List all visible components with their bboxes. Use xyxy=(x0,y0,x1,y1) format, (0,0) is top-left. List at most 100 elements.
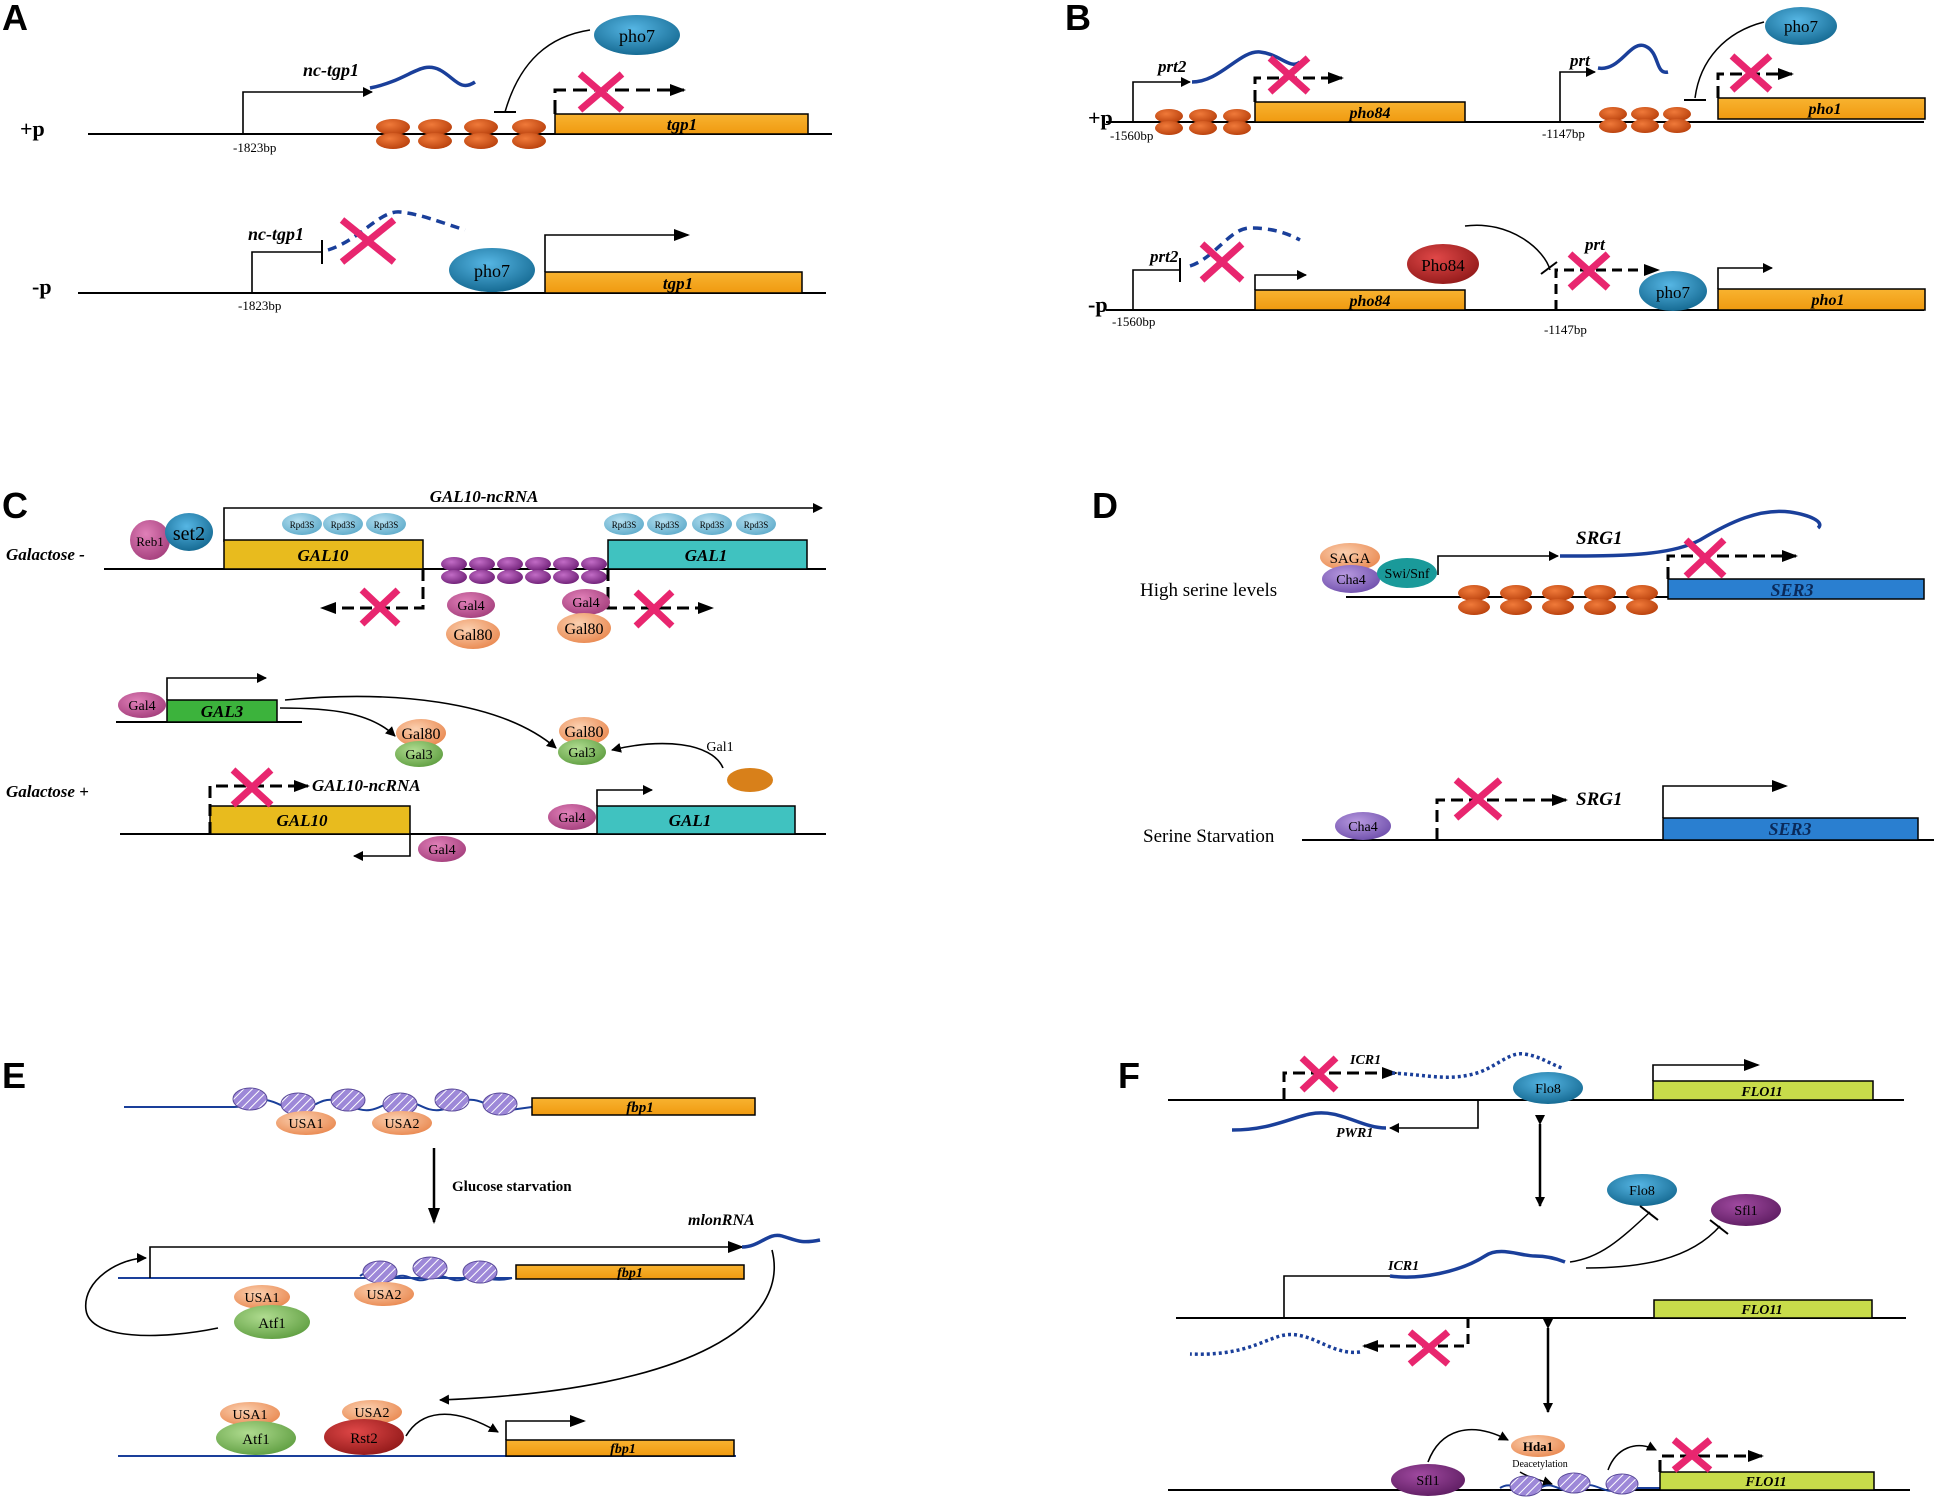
blocked-tss-arrow-gal1 xyxy=(606,569,714,614)
blocked-tss-arrow xyxy=(1554,264,1660,310)
gene-label-pho1: pho1 xyxy=(1810,292,1845,309)
usa1-protein xyxy=(220,1402,280,1426)
gene-label-gal1: GAL1 xyxy=(685,546,728,565)
prt2-label: prt2 xyxy=(1156,57,1187,76)
block-x-icon xyxy=(359,587,401,627)
block-x-icon xyxy=(1267,55,1311,95)
active-tss-arrow xyxy=(544,229,690,272)
flo8-protein xyxy=(1607,1174,1677,1206)
active-tss-arrow xyxy=(596,785,653,806)
active-tss-arrow xyxy=(505,1415,586,1440)
gene-label-gal1: GAL1 xyxy=(669,811,712,830)
gene-box-ser3 xyxy=(1667,578,1925,600)
tss-line xyxy=(1132,269,1180,310)
mlonrna-transcript xyxy=(741,1233,821,1249)
panel-letter-b: B xyxy=(1065,0,1091,38)
bp-label: -1147bp xyxy=(1542,126,1585,141)
inhibition-line xyxy=(1464,224,1551,271)
usa1-protein xyxy=(234,1285,290,1309)
bp-label: -1823bp xyxy=(233,140,276,155)
gene-box-gal3 xyxy=(166,699,278,723)
activation-arrow xyxy=(405,1413,499,1437)
nucleosome-array xyxy=(376,119,546,149)
antisense-arrow xyxy=(1389,1100,1479,1133)
panel-letter-f: F xyxy=(1118,1055,1140,1096)
flo8-protein xyxy=(1513,1072,1583,1104)
minus-p-label: -p xyxy=(32,274,52,299)
serine-starvation-label: Serine Starvation xyxy=(1143,826,1275,847)
cha4-protein xyxy=(1335,812,1391,840)
atf1-label: Atf1 xyxy=(258,1316,286,1332)
swi-snf-protein xyxy=(1377,558,1437,588)
gene-label-fbp1: fbp1 xyxy=(610,1442,636,1457)
panel-f: F ICR1 Flo8 FLO11 PWR1 Flo8 Sfl1 ICR1 FL… xyxy=(1118,1052,1910,1497)
gene-label-flo11: FLO11 xyxy=(1740,1303,1782,1318)
glucose-starvation-label: Glucose starvation xyxy=(452,1179,572,1195)
gene-box-flo11 xyxy=(1653,1299,1873,1319)
panel-letter-a: A xyxy=(2,0,28,38)
srg1-label: SRG1 xyxy=(1576,789,1622,810)
bp-label: -1560bp xyxy=(1112,314,1155,329)
gal4-label: Gal4 xyxy=(128,699,155,714)
rpd3s-label: Rpd3S xyxy=(290,520,315,530)
reb1-protein xyxy=(130,520,170,560)
gene-box-gal10 xyxy=(209,805,411,835)
gene-box-flo11 xyxy=(1659,1471,1875,1491)
purple-nucleosome-array xyxy=(441,557,607,584)
saga-protein xyxy=(1320,543,1380,571)
gene-box-ser3 xyxy=(1662,817,1919,841)
block-x-icon xyxy=(230,767,274,808)
cha4-label: Cha4 xyxy=(1348,820,1378,835)
pho7-label: pho7 xyxy=(619,26,655,46)
rpd3s-group: Rpd3S Rpd3S Rpd3S Rpd3S Rpd3S Rpd3S Rpd3… xyxy=(282,513,776,535)
gene-box-fbp1 xyxy=(505,1439,735,1457)
sfl1-protein xyxy=(1391,1464,1465,1496)
gene-label-gal10: GAL10 xyxy=(298,546,350,565)
rpd3s-label: Rpd3S xyxy=(612,520,637,530)
panel-letter-c: C xyxy=(2,485,28,526)
active-tss-arrow xyxy=(166,673,267,700)
gene-box-tgp1 xyxy=(554,113,809,135)
icr1-transcript xyxy=(1389,1249,1566,1279)
minus-p-label: -p xyxy=(1088,292,1108,317)
recruit-arrow xyxy=(1427,1428,1509,1463)
pho7-protein xyxy=(449,248,535,292)
panel-d: D High serine levels SAGA Cha4 Swi/Snf S… xyxy=(1092,485,1934,847)
inhibition-line xyxy=(1569,1211,1651,1263)
ncrna-label: GAL10-ncRNA xyxy=(430,487,539,506)
pathway-arrow xyxy=(279,707,396,737)
ncrna-arrow xyxy=(223,503,823,542)
set2-protein xyxy=(165,513,213,551)
pho7-protein xyxy=(1765,7,1837,45)
pho7-label: pho7 xyxy=(474,261,510,281)
pho7-label: pho7 xyxy=(1784,17,1819,36)
saga-label: SAGA xyxy=(1330,551,1371,567)
icr1-transcript-dotted xyxy=(1391,1052,1563,1079)
rst2-label: Rst2 xyxy=(350,1431,378,1447)
blocked-antisense-arrow xyxy=(1362,1318,1470,1352)
ncrna-label: GAL10-ncRNA xyxy=(312,776,421,795)
prt-label: prt xyxy=(1568,51,1591,70)
ncrna-transcript xyxy=(1559,509,1822,558)
ncrna-transcript xyxy=(369,65,476,90)
gal4-label: Gal4 xyxy=(457,599,484,614)
usa2-protein xyxy=(342,1400,402,1424)
gal4-label: Gal4 xyxy=(428,843,455,858)
usa1-label: USA1 xyxy=(232,1408,267,1423)
gene-label-tgp1: tgp1 xyxy=(667,115,697,134)
mlonrna-arrow xyxy=(439,1249,775,1405)
gene-label-flo11: FLO11 xyxy=(1744,1475,1786,1490)
gene-box-pho84 xyxy=(1254,101,1466,123)
block-x-icon xyxy=(339,217,397,265)
gene-box-pho1 xyxy=(1717,288,1926,311)
gene-box-pho1 xyxy=(1717,97,1926,120)
deacetylation-label: Deacetylation xyxy=(1512,1459,1568,1470)
blocked-tss-arrow xyxy=(1716,68,1794,98)
gal80-protein xyxy=(557,613,611,643)
pwr1-transcript-dotted xyxy=(1189,1332,1361,1356)
blocked-tss-arrow xyxy=(1658,1450,1764,1472)
feedback-arrow xyxy=(85,1253,219,1337)
sfl1-label: Sfl1 xyxy=(1734,1204,1757,1219)
usa2-label: USA2 xyxy=(384,1117,419,1132)
pathway-arrow xyxy=(284,695,557,749)
